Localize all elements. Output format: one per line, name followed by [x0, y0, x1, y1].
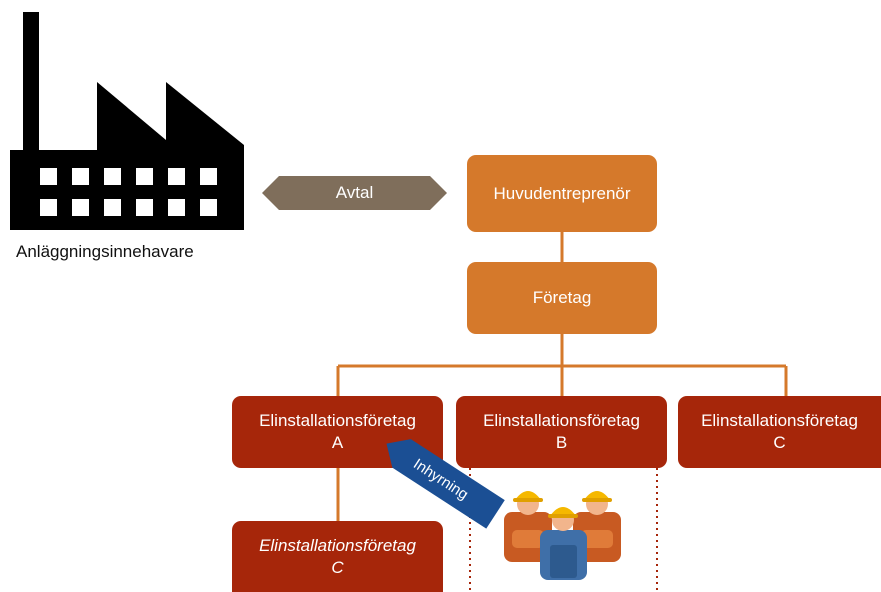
electrical-company-b-line2: B: [555, 433, 568, 452]
dotted-outline: [469, 468, 658, 592]
electrical-company-a: Elinstallationsföretag A: [232, 396, 443, 468]
subcontractor-box: Elinstallationsföretag C: [232, 521, 443, 592]
worker-center-icon: [540, 507, 587, 580]
subcontractor-line1: Elinstallationsföretag: [259, 535, 416, 555]
electrical-company-a-line2: A: [331, 433, 344, 452]
main-contractor-box: Huvudentreprenör: [467, 155, 657, 232]
contract-label: Avtal: [335, 183, 374, 202]
electrical-company-a-line1: Elinstallationsföretag: [259, 411, 416, 430]
electrical-company-b-line1: Elinstallationsföretag: [483, 411, 640, 430]
subcontractor-line2: C: [331, 557, 344, 577]
electrical-company-c-line1: Elinstallationsföretag: [701, 411, 858, 430]
facility-owner-label: Anläggningsinnehavare: [16, 242, 194, 261]
main-contractor-label: Huvudentreprenör: [493, 183, 631, 203]
electrical-company-b: Elinstallationsföretag B: [456, 396, 667, 468]
electrical-company-c: Elinstallationsföretag C: [678, 396, 881, 468]
electrical-company-c-line2: C: [773, 433, 786, 452]
company-label: Företag: [532, 288, 592, 307]
company-box: Företag: [467, 262, 657, 334]
